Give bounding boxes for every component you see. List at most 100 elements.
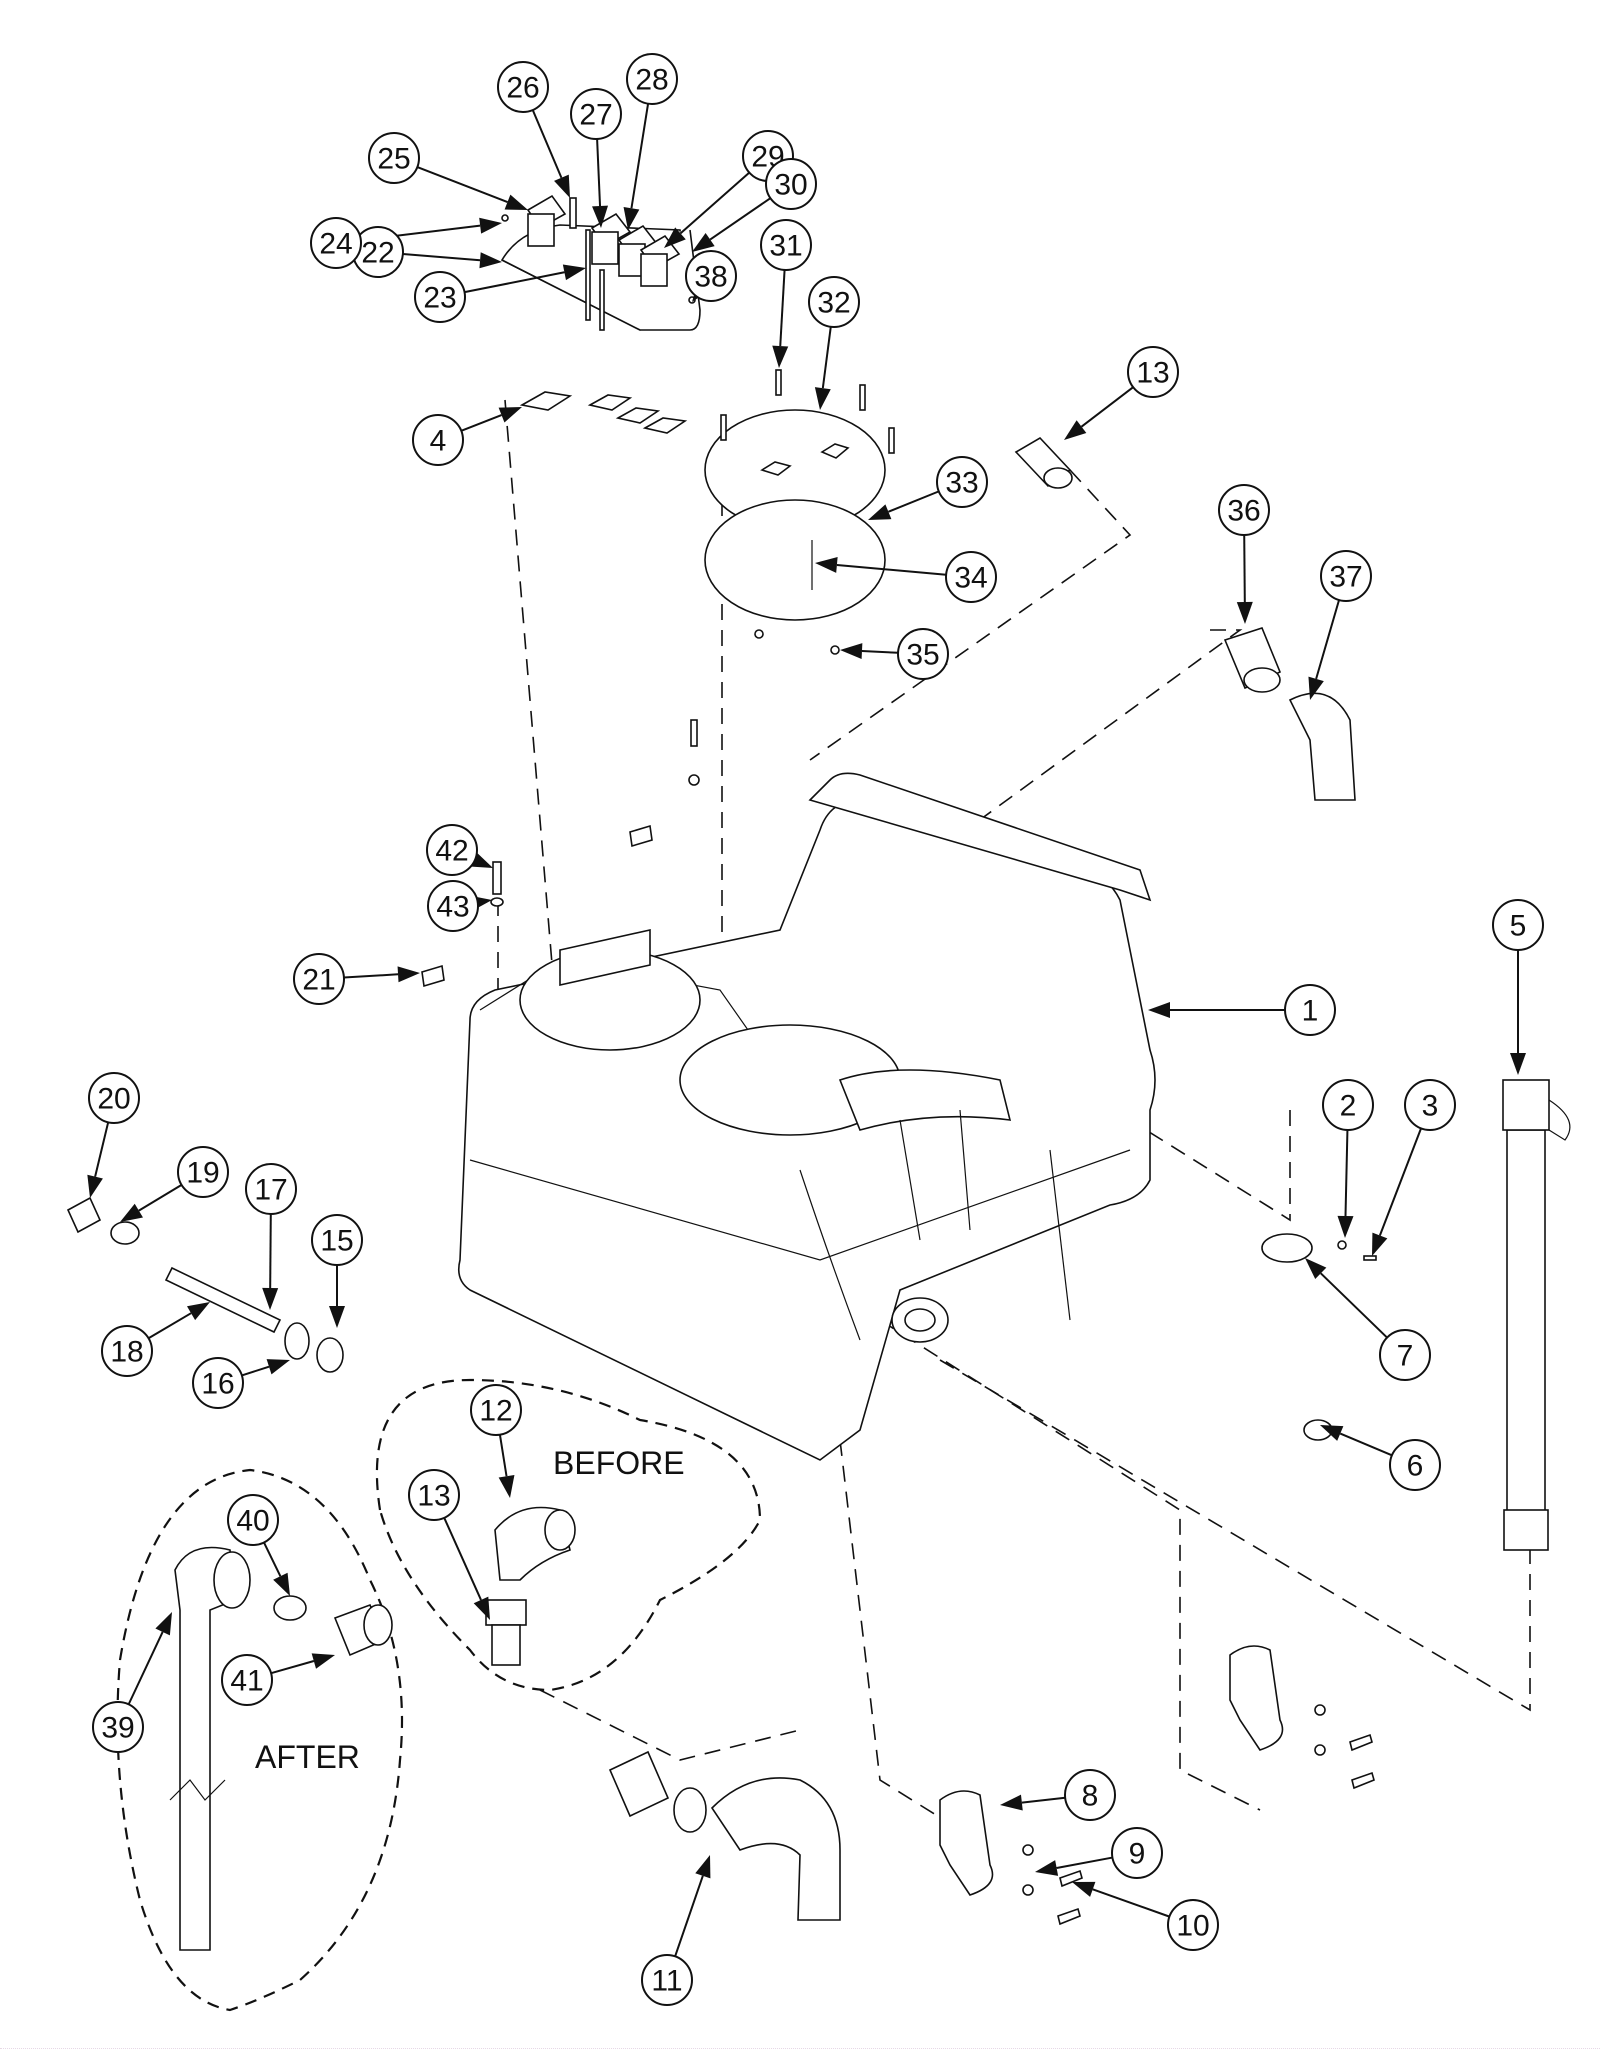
balloon-circle (936, 456, 988, 508)
balloon-circle (227, 1494, 279, 1546)
callout-leader-line (416, 166, 508, 203)
callout-number: 40 (236, 1505, 269, 1538)
balloon-circle (177, 1146, 229, 1198)
balloon-circle (1127, 346, 1179, 398)
callout-balloon-10: 10 (1167, 1899, 1219, 1951)
balloon-circle (427, 880, 479, 932)
balloon-circle (641, 1954, 693, 2006)
callout-number: 24 (319, 228, 352, 261)
callout-number: 35 (906, 639, 939, 672)
balloon-circle (1404, 1079, 1456, 1131)
tank-body (457, 772, 1156, 1461)
arrowhead-icon (814, 387, 831, 410)
arrowhead-icon (1236, 601, 1253, 624)
callout-leader-line (1344, 1129, 1349, 1217)
balloon-circle (1064, 1769, 1116, 1821)
balloon-circle (101, 1325, 153, 1377)
callout-number: 8 (1082, 1780, 1099, 1813)
callout-balloon-26: 26 (497, 61, 549, 113)
arrowhead-icon (1510, 1053, 1526, 1075)
callout-leader-line (1378, 1127, 1422, 1236)
callout-leader-line (779, 269, 786, 347)
arrowhead-icon (498, 407, 522, 423)
callout-balloon-20: 20 (88, 1072, 140, 1124)
callout-balloon-24: 24 (310, 217, 362, 269)
callout-leader-line (127, 1631, 164, 1705)
drain-elbow (608, 1750, 841, 1921)
callout-leader-line (1021, 1796, 1066, 1804)
callout-balloon-12: 12 (470, 1384, 522, 1436)
callout-leader-line (821, 326, 832, 389)
callout-leader-line (94, 1122, 110, 1177)
arrowhead-icon (623, 207, 640, 230)
callout-number: 26 (506, 72, 539, 105)
balloon-circle (1320, 550, 1372, 602)
callout-balloon-19: 19 (177, 1146, 229, 1198)
callout-balloon-9: 9 (1111, 1827, 1163, 1879)
callout-number: 13 (417, 1480, 450, 1513)
rocker-switch (590, 212, 632, 265)
callout-balloon-40: 40 (227, 1494, 279, 1546)
arrowhead-icon (266, 1359, 290, 1375)
callout-number: 27 (579, 99, 612, 132)
balloon-circle (1218, 484, 1270, 536)
balloon-circle (412, 414, 464, 466)
callout-balloon-21: 21 (293, 953, 345, 1005)
callout-balloon-5: 5 (1492, 899, 1544, 951)
balloon-circle (1284, 984, 1336, 1036)
callout-number: 32 (817, 287, 850, 320)
callout-leader-line (1243, 534, 1246, 603)
balloon-circle (1389, 1439, 1441, 1491)
balloon-circle (192, 1357, 244, 1409)
callout-leader-line (241, 1365, 270, 1377)
balloon-circle (808, 276, 860, 328)
callout-leader-line (402, 253, 481, 262)
balloon-circle (310, 217, 362, 269)
callout-balloon-2: 2 (1322, 1079, 1374, 1131)
callout-number: 17 (254, 1174, 287, 1207)
callout-balloon-17: 17 (245, 1163, 297, 1215)
rocker-switch (639, 234, 681, 287)
callout-leader-line (709, 197, 771, 241)
callout-number: 19 (186, 1157, 219, 1190)
arrowhead-icon (1305, 1258, 1327, 1280)
callout-leader-line (1315, 599, 1340, 680)
callout-leader-line (596, 138, 602, 207)
callout-leader-line (679, 171, 750, 235)
callout-number: 25 (377, 143, 410, 176)
callout-number: 31 (769, 230, 802, 263)
callout-number: 1 (1302, 995, 1319, 1028)
arrowhead-icon (840, 643, 863, 660)
callout-leader-line (1056, 1856, 1113, 1869)
callout-balloon-23: 23 (414, 271, 466, 323)
callout-leader-line (836, 563, 947, 576)
arrowhead-icon (1337, 1215, 1354, 1238)
balloon-circle (88, 1072, 140, 1124)
arrowhead-icon (1035, 1860, 1059, 1876)
fittings-upper (1014, 436, 1356, 801)
balloon-circle (685, 250, 737, 302)
callout-number: 21 (302, 964, 335, 997)
callout-balloon-43: 43 (427, 880, 479, 932)
callout-balloon-31: 31 (760, 219, 812, 271)
callout-balloon-39: 39 (92, 1701, 144, 1753)
bolt-washer-block (421, 861, 504, 988)
callout-leader-line (343, 973, 399, 979)
before-region: BEFORE (375, 1378, 762, 1692)
arrowhead-icon (1372, 1232, 1388, 1256)
balloon-circle (497, 61, 549, 113)
arrowhead-icon (562, 264, 586, 281)
page-bottom-rule (0, 2048, 1600, 2049)
callout-balloon-28: 28 (626, 53, 678, 105)
arrowhead-icon (329, 1306, 345, 1328)
callout-number: 39 (101, 1712, 134, 1745)
arrowhead-icon (479, 252, 502, 269)
balloon-circle (293, 953, 345, 1005)
callout-balloon-7: 7 (1379, 1329, 1431, 1381)
callout-leader-line (630, 103, 650, 209)
callout-number: 34 (954, 562, 987, 595)
callout-number: 3 (1422, 1090, 1439, 1123)
callout-leader-line (270, 1660, 315, 1675)
